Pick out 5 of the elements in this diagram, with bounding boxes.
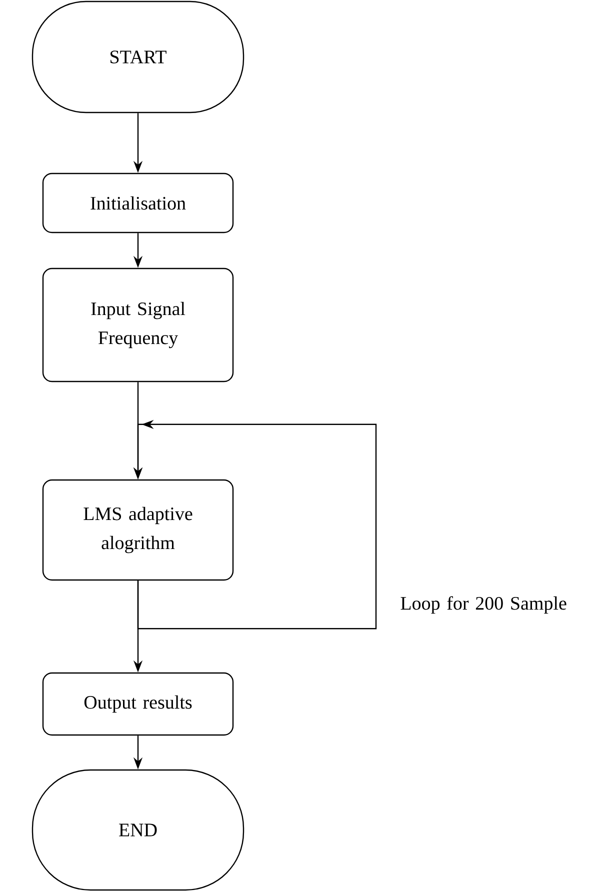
process-box: Input Signal Frequency	[42, 268, 234, 382]
loop-note: Loop for 200 Sample	[400, 596, 566, 614]
process-box: Output results	[42, 672, 234, 736]
process-box: Initialisation	[42, 172, 234, 234]
process-box: LMS adaptive alogrithm	[42, 479, 234, 581]
